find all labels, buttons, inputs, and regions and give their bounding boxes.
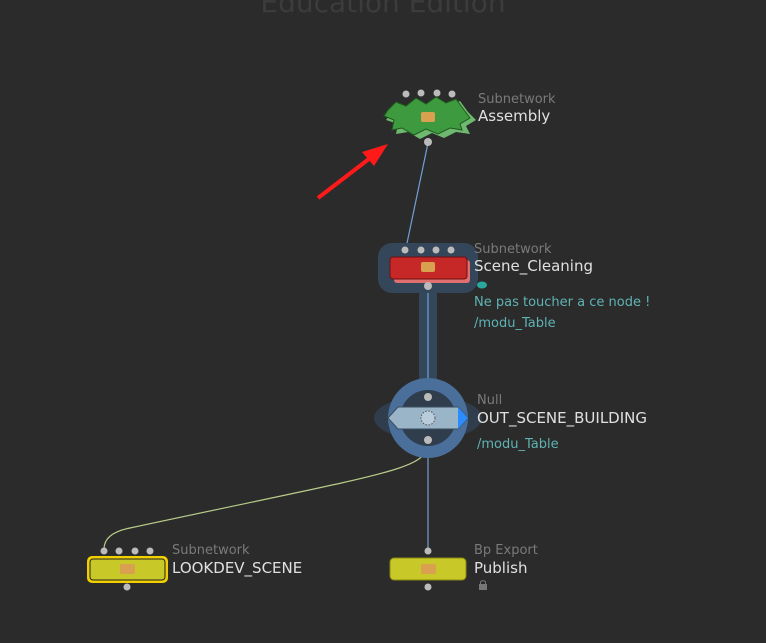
- node-comment: Ne pas toucher a ce node !: [474, 295, 651, 310]
- node-type-label: Bp Export: [474, 543, 538, 558]
- node-name-label[interactable]: Scene_Cleaning: [474, 257, 593, 275]
- lock-icon: [479, 584, 487, 590]
- node-assembly[interactable]: [383, 89, 476, 147]
- node-name-label[interactable]: OUT_SCENE_BUILDING: [477, 409, 647, 427]
- node-path: /modu_Table: [474, 316, 556, 331]
- node-path: /modu_Table: [477, 437, 559, 452]
- node-name-label[interactable]: Publish: [474, 559, 528, 577]
- node-name-label[interactable]: Assembly: [478, 107, 551, 125]
- node-type-label: Subnetwork: [474, 242, 552, 257]
- node-type-label: Subnetwork: [172, 543, 250, 558]
- node-scene-cleaning[interactable]: [378, 243, 487, 293]
- red-arrow: [316, 150, 380, 200]
- node-publish[interactable]: [389, 547, 487, 591]
- node-name-label[interactable]: LOOKDEV_SCENE: [172, 559, 303, 577]
- wire-null-to-lookdev: [103, 440, 429, 550]
- wire-assembly-to-cleaning: [405, 142, 429, 249]
- node-lookdev-scene[interactable]: [87, 547, 168, 591]
- comment-icon: [477, 281, 487, 289]
- red-arrow-head: [362, 144, 388, 166]
- node-type-label: Subnetwork: [478, 92, 556, 107]
- node-type-label: Null: [477, 393, 503, 408]
- education-edition-watermark: Education Edition: [260, 0, 506, 19]
- node-out-scene-building[interactable]: [374, 378, 482, 458]
